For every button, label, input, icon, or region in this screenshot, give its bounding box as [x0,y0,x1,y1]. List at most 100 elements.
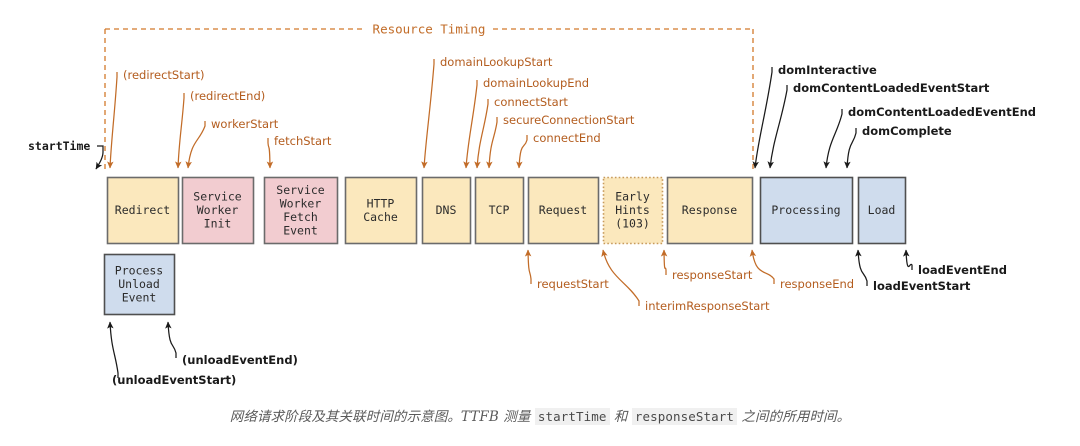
phase-box-rect [527,176,600,245]
annotation-label: (redirectStart) [123,68,205,82]
phase-label-line: Init [204,217,232,231]
annotation-label: connectEnd [533,131,601,145]
phase-label-line: Unload [118,277,160,291]
leader-line [474,99,489,169]
annotation-domain-lookup-end: domainLookupEnd [463,76,589,169]
annotation-label: (unloadEventStart) [112,373,236,387]
phase-box-dns[interactable]: DNS [421,176,472,245]
annotation-label: requestStart [537,277,609,291]
annotation-redirect-start: (redirectStart) [107,68,205,169]
bottom-annotation-group: requestStart interimResponseStart response… [107,249,1007,387]
caption-code-response-start: responseStart [631,408,738,425]
leader-line [601,249,640,306]
annotation-fetch-start: fetchStart [266,134,332,169]
annotation-label: fetchStart [274,134,332,148]
leader-line [844,128,857,169]
annotation-response-start: responseStart [660,249,753,282]
annotation-response-end: responseEnd [749,249,854,291]
annotation-label: connectStart [494,95,568,109]
phase-box-rect [263,176,339,245]
annotation-label: (redirectEnd) [190,89,265,103]
leader-line [175,93,185,169]
phase-label-line: Worker [197,203,239,217]
phase-box-rect [474,176,525,245]
annotation-label: interimResponseStart [645,299,770,313]
leader-line [165,321,177,358]
resource-timing-frame: Resource Timing [104,22,754,172]
resource-timing-title: Resource Timing [373,22,486,37]
annotation-dom-content-loaded-end: domContentLoadedEventEnd [823,105,1036,169]
annotation-label: loadEventStart [873,279,971,293]
annotation-dom-interactive: domInteractive [752,63,877,169]
leader-line [486,117,498,169]
leader-line [903,249,913,270]
annotation-dom-complete: domComplete [844,124,952,169]
annotation-load-event-start: loadEventStart [855,249,971,293]
phase-box-rect [106,176,180,245]
phase-box-rect [181,176,255,245]
phase-label-line: HTTP [367,196,395,210]
phase-box-load[interactable]: Load [857,176,907,245]
leader-line [463,80,478,169]
annotation-label: domComplete [862,124,952,138]
phase-label-line: (103) [615,217,650,231]
annotation-worker-start: workerStart [185,117,279,169]
top-annotation-group: (redirectStart) (redirectEnd) workerStart f… [107,55,1036,169]
annotation-label: domContentLoadedEventStart [793,81,990,95]
leader-line [107,72,118,169]
annotation-label: responseStart [672,268,753,282]
annotation-label: responseEnd [780,277,854,291]
phase-label-line: TCP [489,203,510,217]
phase-label-line: Request [539,203,587,217]
phase-box-request[interactable]: Request [527,176,600,245]
phase-label-line: Service [193,190,242,204]
annotation-label: loadEventEnd [918,263,1007,277]
caption-code-start-time: startTime [534,408,610,425]
phase-label-line: DNS [436,203,457,217]
leader-line [421,59,435,169]
annotation-redirect-end: (redirectEnd) [175,89,265,169]
start-time-leader [95,145,104,170]
leader-line [185,121,206,169]
phase-box-rect [421,176,472,245]
annotation-request-start: requestStart [524,249,609,291]
phase-label-line: Hints [615,203,650,217]
phase-box-group: RedirectServiceWorkerInitServiceWorkerFe… [103,176,907,316]
phase-box-processing[interactable]: Processing [759,176,854,245]
annotation-interim-response-start: interimResponseStart [601,249,770,313]
phase-label-line: Processing [771,203,840,217]
leader-line [855,249,868,286]
phase-box-rect [857,176,907,245]
annotation-domain-lookup-start: domainLookupStart [421,55,553,169]
phase-box-response[interactable]: Response [666,176,754,245]
phase-box-redirect[interactable]: Redirect [106,176,180,245]
leader-line [767,85,788,169]
phase-box-rect [344,176,418,245]
annotation-label: domainLookupEnd [483,76,589,90]
annotation-dom-content-loaded-start: domContentLoadedEventStart [767,81,990,169]
phase-label-line: Response [682,203,737,217]
phase-label-line: Event [283,223,318,237]
caption-part-3: 之间的所用时间。 [737,409,851,425]
figure-caption: 网络请求阶段及其关联时间的示意图。TTFB 测量 startTime 和 res… [0,405,1080,425]
annotation-unload-event-end: (unloadEventEnd) [165,321,298,367]
leader-line [660,249,668,275]
leader-line [749,249,775,284]
phase-label-line: Redirect [115,203,170,217]
annotation-label: (unloadEventEnd) [182,353,298,367]
leader-line [752,67,773,169]
annotation-load-event-end: loadEventEnd [903,249,1007,277]
leader-line [524,249,532,284]
annotation-label: domInteractive [778,63,877,77]
phase-box-tcp[interactable]: TCP [474,176,525,245]
annotation-label: workerStart [211,117,279,131]
phase-label-line: Event [122,291,157,305]
phase-box-rect [666,176,754,245]
leader-line [516,135,528,169]
